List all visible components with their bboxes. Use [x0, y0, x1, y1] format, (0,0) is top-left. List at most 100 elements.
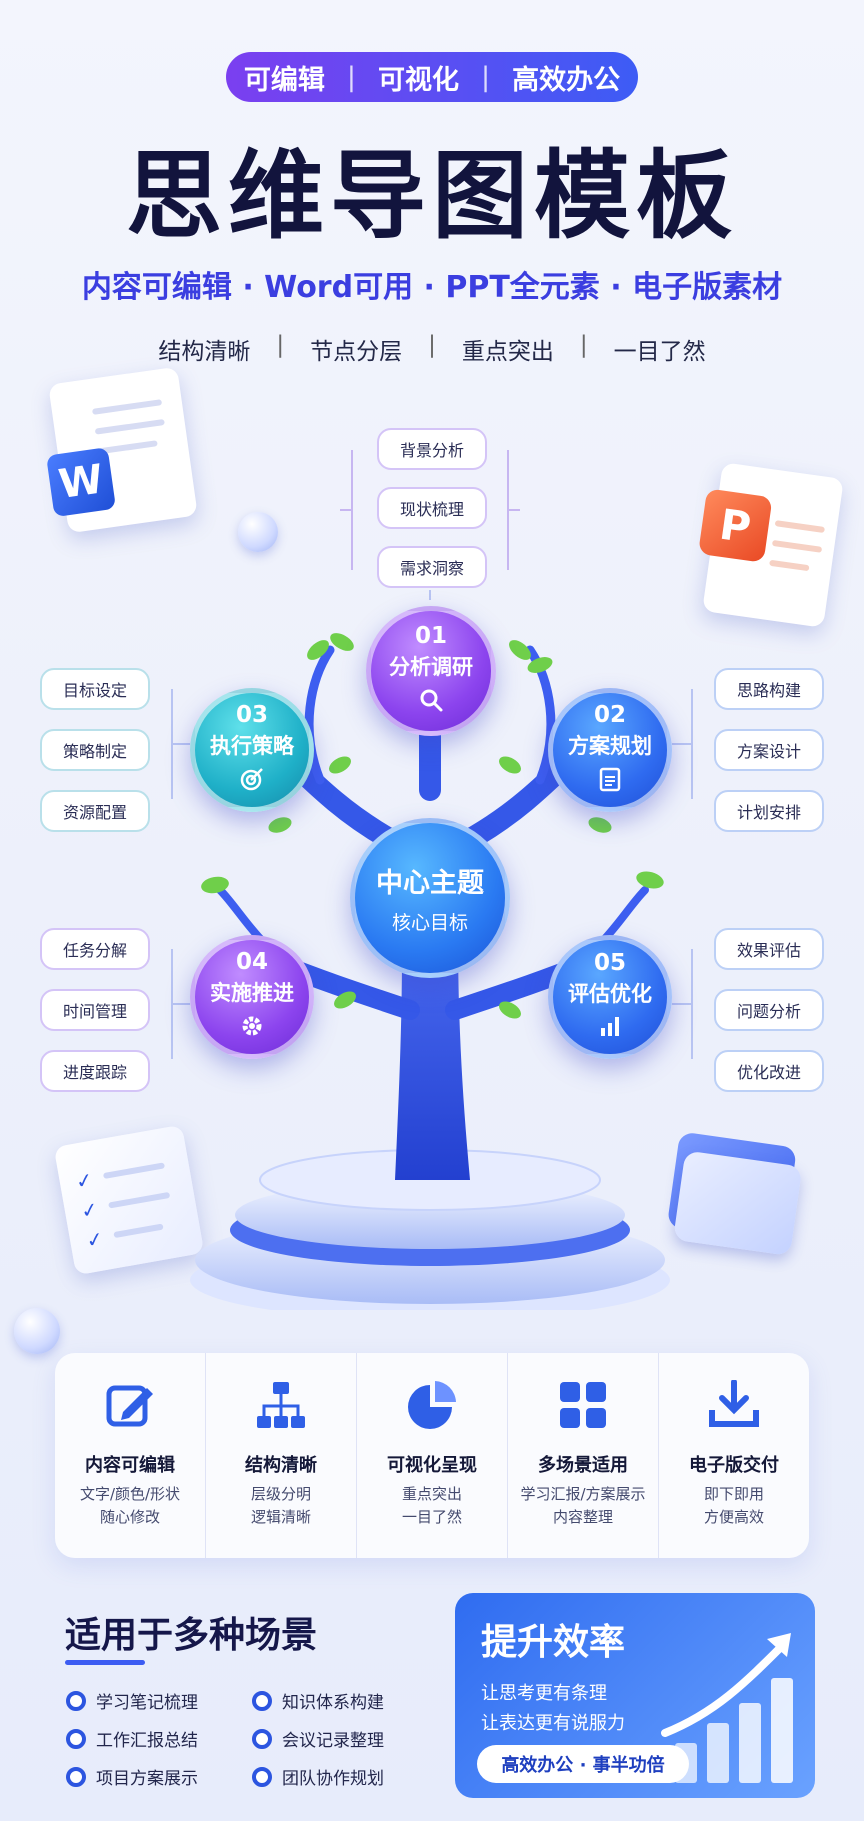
- center-topic[interactable]: 中心主题 核心目标: [350, 818, 510, 978]
- node-05-evaluation[interactable]: 05 评估优化: [548, 935, 672, 1059]
- scene-item: 工作汇报总结: [66, 1726, 198, 1751]
- scene-label: 学习笔记梳理: [96, 1693, 198, 1713]
- bubble-decoration: [14, 1308, 60, 1354]
- bar-chart-icon: [598, 1014, 622, 1044]
- clipboard-icon: [599, 766, 621, 798]
- features-panel: 内容可编辑 文字/颜色/形状随心修改 结构清晰 层级分明逻辑清晰 可视化呈现 重…: [55, 1353, 809, 1558]
- page-subtitle: 内容可编辑 · Word可用 · PPT全元素 · 电子版素材: [81, 270, 783, 305]
- check-circle-icon: [252, 1728, 272, 1749]
- leaf: [330, 633, 354, 651]
- pill-item-visual: 可视化: [378, 64, 459, 96]
- leaf-plan-design[interactable]: 方案设计: [714, 729, 824, 771]
- efficiency-line: 让表达更有说服力: [481, 1713, 625, 1734]
- scene-label: 团队协作规划: [282, 1769, 384, 1789]
- grid-icon: [555, 1377, 611, 1433]
- edit-icon: [102, 1377, 158, 1433]
- top-connector: [340, 450, 520, 570]
- tagline-separator: |: [276, 332, 285, 358]
- leaf-goal-setting[interactable]: 目标设定: [40, 668, 150, 710]
- connector-line: [340, 450, 520, 570]
- efficiency-pill: 高效办公 · 事半功倍: [477, 1745, 689, 1783]
- scenes-title: 适用于多种场景: [65, 1615, 318, 1656]
- target-icon: [239, 766, 265, 798]
- scene-item: 知识体系构建: [252, 1688, 384, 1713]
- leaf: [499, 1001, 521, 1019]
- leaf: [334, 991, 356, 1009]
- leaf: [329, 756, 351, 774]
- scene-label: 工作汇报总结: [96, 1731, 198, 1751]
- node-number: 01: [414, 623, 447, 649]
- pill-item-office: 高效办公: [512, 64, 621, 96]
- node-number: 05: [593, 950, 626, 976]
- leaf-background-analysis[interactable]: 背景分析: [377, 428, 487, 470]
- pill-item-editable: 可编辑: [243, 64, 325, 96]
- leaf: [509, 640, 531, 660]
- leaf: [527, 657, 553, 673]
- leaf-needs-insight[interactable]: 需求洞察: [377, 546, 487, 588]
- feature-desc: 学习汇报/方案展示内容整理: [520, 1485, 646, 1526]
- leaf: [636, 871, 664, 889]
- feature-desc: 层级分明逻辑清晰: [250, 1485, 311, 1526]
- feature-visual: 可视化呈现 重点突出一目了然: [357, 1353, 508, 1558]
- node-label: 评估优化: [568, 982, 652, 1006]
- connector-lines: [171, 590, 693, 1059]
- leaf: [499, 756, 521, 774]
- word-letter: W: [46, 447, 117, 518]
- leaf-strategy-making[interactable]: 策略制定: [40, 729, 150, 771]
- feature-clear-structure: 结构清晰 层级分明逻辑清晰: [206, 1353, 357, 1558]
- leaf-task-breakdown[interactable]: 任务分解: [40, 928, 150, 970]
- center-title: 中心主题: [376, 868, 484, 899]
- pill-separator: |: [481, 61, 491, 93]
- feature-desc: 即下即用方便高效: [703, 1485, 764, 1526]
- leaf: [268, 817, 292, 833]
- hierarchy-icon: [253, 1377, 309, 1433]
- node-01-analysis[interactable]: 01 分析调研: [366, 606, 496, 736]
- bubble-decoration: [238, 512, 278, 552]
- leaf-resource-allocation[interactable]: 资源配置: [40, 790, 150, 832]
- tagline-item: 重点突出: [461, 339, 554, 365]
- feature-title: 可视化呈现: [387, 1455, 477, 1476]
- tagline-separator: |: [428, 332, 436, 358]
- node-02-planning[interactable]: 02 方案规划: [548, 688, 672, 812]
- node-04-implementation[interactable]: 04 实施推进: [190, 935, 314, 1059]
- feature-digital-delivery: 电子版交付 即下即用方便高效: [659, 1353, 809, 1558]
- leaf-idea-building[interactable]: 思路构建: [714, 668, 824, 710]
- node-03-strategy[interactable]: 03 执行策略: [190, 688, 314, 812]
- feature-title: 电子版交付: [689, 1455, 779, 1476]
- feature-desc: 文字/颜色/形状随心修改: [79, 1485, 181, 1526]
- ppt-letter: P: [698, 488, 773, 563]
- radio-icon: [66, 1766, 86, 1787]
- gear-icon: [239, 1013, 265, 1045]
- scenes-underline: [65, 1660, 145, 1665]
- pie-chart-icon: [404, 1377, 460, 1433]
- top-pill-banner: 可编辑 | 可视化 | 高效办公: [226, 52, 638, 102]
- node-label: 执行策略: [210, 734, 294, 758]
- tagline-item: 一目了然: [613, 339, 706, 365]
- scene-label: 知识体系构建: [282, 1693, 384, 1713]
- node-label: 实施推进: [210, 981, 294, 1005]
- leaf-optimization[interactable]: 优化改进: [714, 1050, 824, 1092]
- leaf: [588, 817, 612, 833]
- tree-twig: [304, 645, 335, 785]
- word-document-icon: W: [46, 366, 198, 534]
- leaf-schedule[interactable]: 计划安排: [714, 790, 824, 832]
- page-title: 思维导图模板: [126, 140, 738, 252]
- node-number: 03: [235, 702, 268, 728]
- node-number: 04: [235, 949, 268, 975]
- download-icon: [706, 1377, 762, 1433]
- pill-separator: |: [346, 61, 356, 93]
- node-number: 02: [593, 702, 626, 728]
- check-circle-icon: [66, 1728, 86, 1749]
- center-subtitle: 核心目标: [391, 912, 468, 934]
- tagline-item: 结构清晰: [158, 339, 251, 365]
- leaf-group: [201, 633, 664, 1019]
- leaf-effect-evaluation[interactable]: 效果评估: [714, 928, 824, 970]
- leaf-problem-analysis[interactable]: 问题分析: [714, 989, 824, 1031]
- leaf-time-management[interactable]: 时间管理: [40, 989, 150, 1031]
- leaf-status-review[interactable]: 现状梳理: [377, 487, 487, 529]
- feature-title: 内容可编辑: [85, 1455, 175, 1476]
- efficiency-line: 让思考更有条理: [481, 1683, 607, 1704]
- leaf-progress-tracking[interactable]: 进度跟踪: [40, 1050, 150, 1092]
- scene-label: 会议记录整理: [282, 1731, 384, 1751]
- radio-icon: [252, 1690, 272, 1711]
